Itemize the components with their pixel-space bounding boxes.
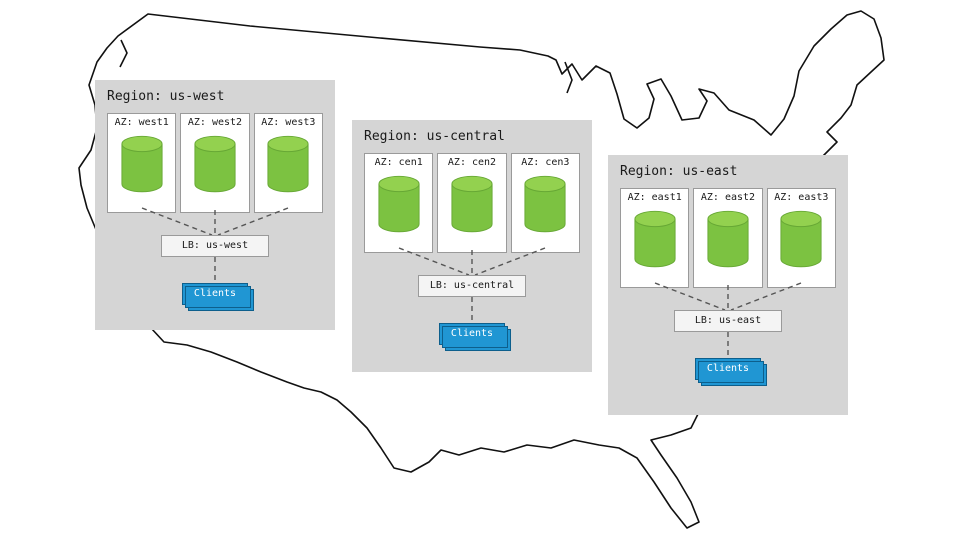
az-label: AZ: east2 bbox=[700, 192, 756, 203]
region-box-us-west: Region: us-west AZ: west1 AZ: west2 AZ: … bbox=[95, 80, 335, 330]
region-title: Region: us-central bbox=[364, 129, 505, 144]
database-cylinder-icon bbox=[194, 135, 236, 193]
az-box: AZ: east2 bbox=[693, 188, 763, 288]
az-box: AZ: west3 bbox=[253, 113, 323, 213]
az-row: AZ: west1 AZ: west2 AZ: west3 bbox=[107, 113, 323, 213]
region-box-us-east: Region: us-east AZ: east1 AZ: east2 AZ: … bbox=[608, 155, 848, 415]
az-label: AZ: west3 bbox=[261, 117, 316, 128]
clients-box: Clients bbox=[695, 358, 767, 386]
load-balancer-box: LB: us-east bbox=[674, 310, 782, 332]
az-box: AZ: west1 bbox=[107, 113, 177, 213]
clients-box: Clients bbox=[439, 323, 511, 351]
az-box: AZ: west2 bbox=[180, 113, 250, 213]
database-cylinder-icon bbox=[451, 175, 493, 233]
database-cylinder-icon bbox=[780, 210, 822, 268]
az-box: AZ: cen3 bbox=[510, 153, 580, 253]
az-label: AZ: cen2 bbox=[447, 157, 497, 168]
az-label: AZ: cen3 bbox=[521, 157, 570, 168]
az-label: AZ: east1 bbox=[627, 192, 682, 203]
load-balancer-box: LB: us-west bbox=[161, 235, 269, 257]
az-label: AZ: cen1 bbox=[374, 157, 423, 168]
database-cylinder-icon bbox=[524, 175, 566, 233]
az-box: AZ: cen2 bbox=[437, 153, 507, 253]
az-label: AZ: west1 bbox=[114, 117, 169, 128]
database-cylinder-icon bbox=[267, 135, 309, 193]
database-cylinder-icon bbox=[707, 210, 749, 268]
region-title: Region: us-west bbox=[107, 89, 225, 104]
az-box: AZ: cen1 bbox=[364, 153, 434, 253]
az-row: AZ: east1 AZ: east2 AZ: east3 bbox=[620, 188, 836, 288]
az-box: AZ: east1 bbox=[620, 188, 690, 288]
database-cylinder-icon bbox=[634, 210, 676, 268]
clients-box: Clients bbox=[182, 283, 254, 311]
az-row: AZ: cen1 AZ: cen2 AZ: cen3 bbox=[364, 153, 580, 253]
region-box-us-central: Region: us-central AZ: cen1 AZ: cen2 AZ:… bbox=[352, 120, 592, 372]
az-box: AZ: east3 bbox=[766, 188, 836, 288]
az-label: AZ: west2 bbox=[187, 117, 243, 128]
region-title: Region: us-east bbox=[620, 164, 738, 179]
database-cylinder-icon bbox=[378, 175, 420, 233]
az-label: AZ: east3 bbox=[774, 192, 829, 203]
load-balancer-box: LB: us-central bbox=[418, 275, 526, 297]
database-cylinder-icon bbox=[121, 135, 163, 193]
